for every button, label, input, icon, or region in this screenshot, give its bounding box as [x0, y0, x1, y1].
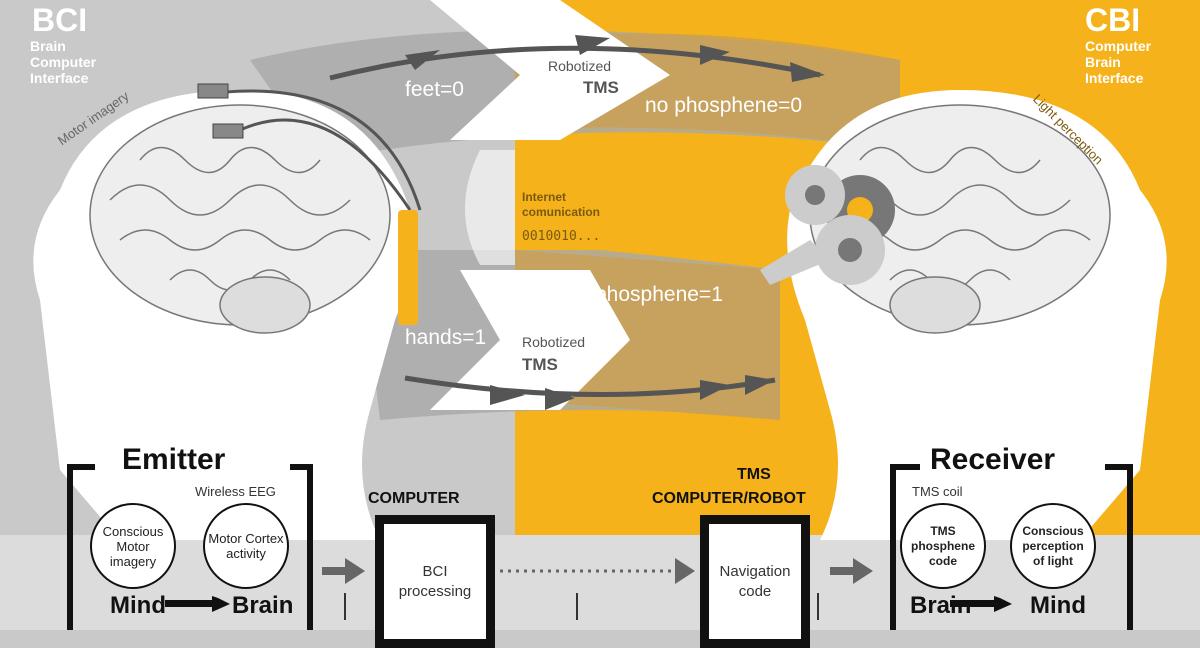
receiver-bracket	[890, 464, 1133, 630]
motor-cortex-activity-circle: Motor Cortex activity	[203, 503, 289, 589]
wireless-eeg-device	[398, 210, 418, 325]
top-chevron	[430, 0, 670, 140]
conscious-motor-imagery-circle: Conscious Motor imagery	[90, 503, 176, 589]
circle-text: TMS phosphene code	[910, 523, 975, 568]
bci-processing-box: BCI processing	[375, 515, 495, 648]
tms-bottom-label: TMS	[522, 355, 558, 374]
emitter-bracket	[67, 464, 313, 630]
flow-arrows	[322, 558, 873, 584]
bottom-arrowheads	[490, 375, 775, 410]
computer-title: COMPUTER	[368, 490, 460, 507]
eeg-electrode-icon	[197, 83, 229, 99]
hands-label: hands=1	[405, 326, 487, 349]
tms-coil-icon	[760, 165, 895, 285]
receiver-mind-label: Mind	[1030, 592, 1086, 619]
internet-label: Internet comunication	[522, 190, 600, 220]
internet-line1: Internet	[522, 190, 567, 204]
cbi-line1: Computer	[1085, 38, 1152, 54]
emitter-arrow-shaft	[165, 600, 215, 607]
middle-band	[465, 150, 515, 265]
robotized-bottom-label: Robotized	[522, 334, 586, 350]
bci-line1: Brain	[30, 38, 66, 54]
emitter-arrow-icon	[212, 596, 230, 612]
diagram-graphics	[0, 0, 1200, 630]
conscious-perception-circle: Conscious perception of light	[1010, 503, 1096, 589]
cbi-acronym: CBI	[1085, 2, 1141, 38]
bci-line3: Interface	[30, 70, 89, 86]
tick-marks	[344, 593, 819, 620]
cbi-line2: Brain	[1085, 54, 1121, 70]
right-brain	[809, 104, 1111, 334]
no-phosphene-label: no phosphene=0	[645, 94, 803, 117]
receiver-arrow-shaft	[950, 600, 1000, 607]
box-text: BCI processing	[398, 562, 472, 600]
circle-text: Conscious perception of light	[1022, 523, 1084, 568]
bottom-chevron	[430, 270, 630, 410]
internet-line2: comunication	[522, 205, 601, 219]
receiver-brain-label: Brain	[910, 592, 972, 619]
tms-top-label: TMS	[583, 78, 619, 97]
eeg-electrode-icon	[212, 123, 244, 139]
top-arrow-line	[329, 45, 821, 81]
left-brain	[89, 104, 391, 334]
bci-acronym: BCI	[32, 2, 88, 38]
navigation-code-box: Navigation code	[700, 515, 810, 648]
wireless-eeg-label: Wireless EEG	[195, 484, 276, 499]
emitter-title: Emitter	[122, 443, 226, 476]
binary-code: 0010010...	[522, 229, 601, 244]
tms-computer-robot-title: COMPUTER/ROBOT	[652, 490, 806, 507]
bottom-arrow-line	[404, 375, 776, 397]
receiver-title: Receiver	[930, 443, 1056, 476]
bci-subtitle: Brain Computer Interface	[30, 38, 96, 86]
top-arrowheads	[405, 35, 825, 82]
bottom-band	[0, 535, 1200, 630]
bci-line2: Computer	[30, 54, 97, 70]
robotized-top-label: Robotized	[548, 58, 612, 74]
box-text: Navigation code	[719, 562, 791, 600]
circle-text: Conscious Motor imagery	[102, 523, 164, 569]
feet-label: feet=0	[405, 78, 464, 101]
tms-phosphene-code-circle: TMS phosphene code	[900, 503, 986, 589]
cbi-line3: Interface	[1085, 70, 1144, 86]
phosphene-label: phosphene=1	[595, 283, 723, 306]
circle-text: Motor Cortex activity	[208, 531, 284, 561]
mind-label: Mind	[110, 592, 166, 619]
eeg-wires	[224, 89, 422, 211]
brain-label: Brain	[232, 592, 294, 619]
tms-coil-label: TMS coil	[912, 484, 963, 499]
cbi-subtitle: Computer Brain Interface	[1085, 38, 1151, 86]
tms-title: TMS	[737, 466, 771, 483]
